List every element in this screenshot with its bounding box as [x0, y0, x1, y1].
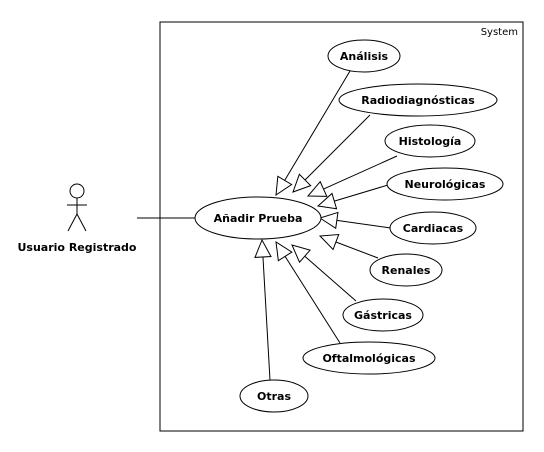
- actor-label: Usuario Registrado: [18, 241, 137, 254]
- use-case-label: Análisis: [340, 50, 389, 63]
- use-case-ellipse: [302, 341, 436, 375]
- generalization-arrows: [254, 70, 398, 381]
- system-label: System: [481, 27, 518, 38]
- use-case-ellipse: [369, 253, 443, 287]
- use-case-label: Otras: [257, 390, 291, 403]
- generalization-arrowhead: [318, 233, 340, 251]
- generalization-arrowhead: [275, 175, 293, 197]
- generalization-line: [284, 256, 341, 344]
- use-case-ellipse: [389, 211, 477, 245]
- generalization-arrowhead: [318, 211, 339, 230]
- use-case-ellipse: [239, 379, 309, 413]
- actor-head: [69, 183, 85, 199]
- use-case-radiodiagnosticas[interactable]: Radiodiagnósticas: [338, 83, 498, 117]
- use-case-oftalmologicas[interactable]: Oftalmológicas: [302, 341, 436, 375]
- use-case-label: Oftalmológicas: [322, 352, 416, 365]
- use-case-neurologicas[interactable]: Neurológicas: [386, 167, 504, 201]
- use-case-histologia[interactable]: Histología: [384, 124, 476, 158]
- generalization-line: [323, 155, 398, 190]
- generalization-line: [335, 241, 379, 259]
- use-case-ellipse: [194, 196, 322, 240]
- generalization-line: [334, 184, 389, 202]
- use-case-ellipse: [338, 83, 498, 117]
- use-case-label: Añadir Prueba: [214, 212, 303, 225]
- generalization-arrowhead: [275, 241, 293, 262]
- use-case-label: Renales: [382, 264, 431, 277]
- use-case-label: Histología: [399, 135, 462, 148]
- generalization-line: [284, 70, 351, 181]
- generalization-arrowhead: [254, 238, 272, 258]
- use-case-label: Gástricas: [354, 309, 412, 322]
- generalization-arrowhead: [292, 173, 312, 193]
- use-case-renales[interactable]: Renales: [369, 253, 443, 287]
- generalization-line: [262, 256, 271, 381]
- use-case-anadir-prueba[interactable]: Añadir Prueba: [194, 196, 322, 240]
- use-case-ellipse: [386, 167, 504, 201]
- actor-left-leg: [67, 213, 78, 232]
- generalization-line: [336, 219, 392, 229]
- generalization-line: [304, 255, 357, 302]
- actor-right-leg: [76, 213, 87, 232]
- use-case-ellipse: [384, 124, 476, 158]
- generalization-arrowhead: [316, 192, 338, 210]
- generalization-line: [304, 114, 371, 181]
- use-case-label: Cardiacas: [403, 222, 464, 235]
- use-case-gastricas[interactable]: Gástricas: [342, 298, 424, 332]
- generalization-arrowhead: [291, 244, 311, 264]
- use-case-otras[interactable]: Otras: [239, 379, 309, 413]
- use-case-ellipse: [327, 39, 401, 73]
- use-case-cardiacas[interactable]: Cardiacas: [389, 211, 477, 245]
- use-case-label: Radiodiagnósticas: [361, 94, 475, 107]
- generalization-arrowhead: [306, 180, 328, 197]
- use-case-label: Neurológicas: [405, 178, 486, 191]
- use-case-analisis[interactable]: Análisis: [327, 39, 401, 73]
- use-case-ellipse: [342, 298, 424, 332]
- actor-usuario-registrado[interactable]: Usuario Registrado: [18, 183, 137, 254]
